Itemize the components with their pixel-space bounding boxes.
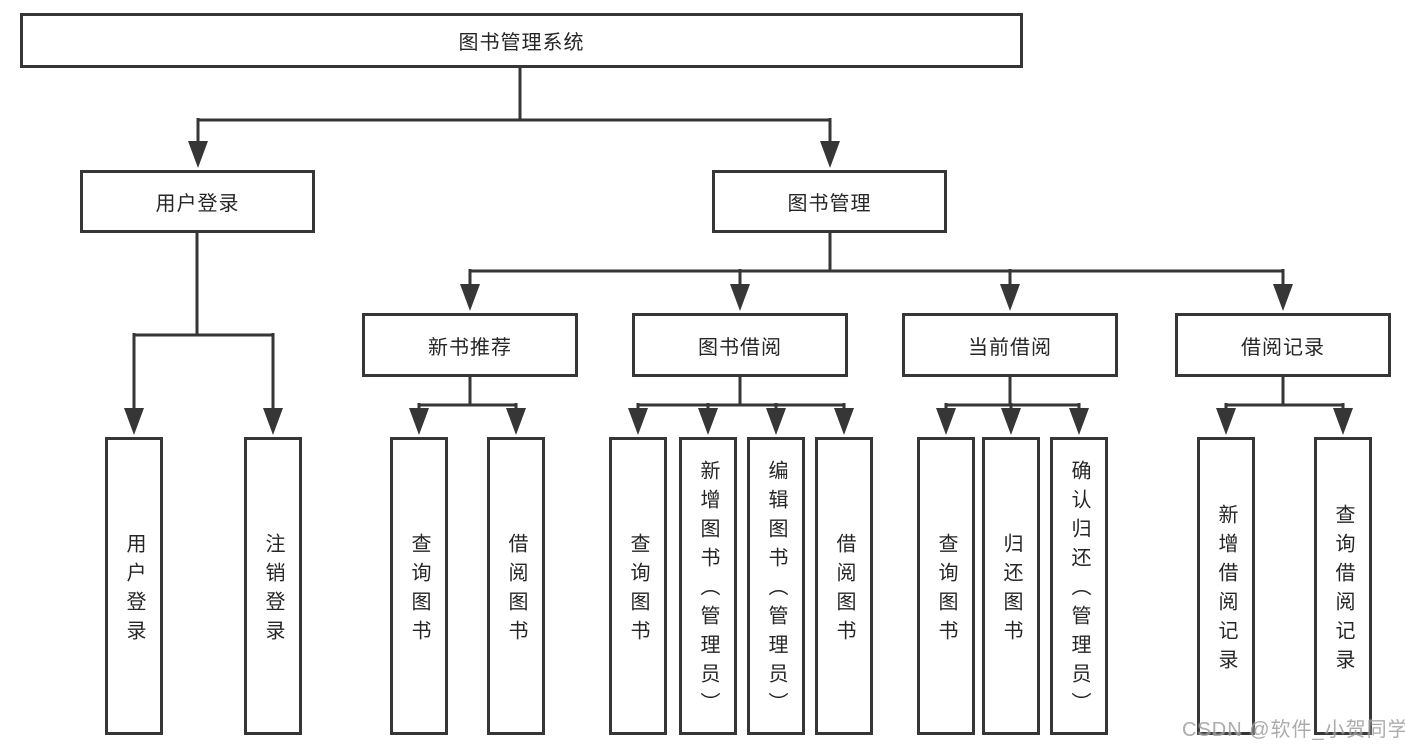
arrowheads-borrowing-records bbox=[1216, 408, 1353, 435]
arrowheads-user-login bbox=[124, 408, 283, 435]
connector-user-login bbox=[132, 233, 275, 410]
leaf-borrow-books-2-label: 借阅图书 bbox=[833, 532, 855, 649]
connector-current-borrowing bbox=[944, 374, 1081, 410]
leaf-borrow-books-1-label: 借阅图书 bbox=[505, 532, 527, 649]
leaf-query-books-2: 查询图书 bbox=[609, 437, 667, 735]
connector-book-borrowing bbox=[636, 374, 846, 410]
leaf-return-books-label: 归还图书 bbox=[1000, 532, 1022, 649]
node-book-management-label: 图书管理 bbox=[787, 193, 872, 215]
node-user-login: 用户登录 bbox=[80, 170, 315, 233]
leaf-borrow-books-1: 借阅图书 bbox=[487, 437, 545, 735]
leaf-user-login: 用户登录 bbox=[105, 437, 163, 735]
arrowheads-root bbox=[188, 141, 840, 168]
leaf-query-borrow-record: 查询借阅记录 bbox=[1314, 437, 1372, 735]
leaf-query-books-3-label: 查询图书 bbox=[935, 532, 957, 649]
leaf-edit-books-admin-label: 编辑图书（管理员） bbox=[765, 460, 787, 721]
csdn-watermark: CSDN @软件_小贺同学 bbox=[1182, 719, 1405, 741]
node-current-borrowing: 当前借阅 bbox=[902, 313, 1118, 377]
leaf-add-borrow-record-label: 新增借阅记录 bbox=[1215, 503, 1237, 678]
leaf-query-books-3: 查询图书 bbox=[917, 437, 975, 735]
node-root-system-label: 图书管理系统 bbox=[458, 32, 585, 54]
leaf-query-books-2-label: 查询图书 bbox=[627, 532, 649, 649]
connector-book-management bbox=[468, 233, 1285, 286]
leaf-logout-label: 注销登录 bbox=[262, 532, 284, 649]
leaf-query-borrow-record-label: 查询借阅记录 bbox=[1332, 503, 1354, 678]
node-current-borrowing-label: 当前借阅 bbox=[968, 336, 1052, 359]
node-borrowing-records-label: 借阅记录 bbox=[1241, 336, 1325, 359]
arrowheads-current-borrowing bbox=[936, 408, 1089, 435]
leaf-confirm-return-admin-label: 确认归还（管理员） bbox=[1068, 460, 1090, 721]
node-book-management: 图书管理 bbox=[712, 170, 947, 233]
arrowheads-new-book-recommend bbox=[409, 408, 526, 435]
leaf-query-books-1-label: 查询图书 bbox=[408, 532, 430, 649]
node-user-login-label: 用户登录 bbox=[155, 193, 240, 215]
node-new-book-recommend-label: 新书推荐 bbox=[428, 336, 512, 359]
connector-new-book-recommend bbox=[417, 374, 518, 410]
node-book-borrowing: 图书借阅 bbox=[632, 313, 848, 377]
leaf-add-books-admin-label: 新增图书（管理员） bbox=[697, 460, 719, 721]
node-book-borrowing-label: 图书借阅 bbox=[698, 336, 782, 359]
leaf-return-books: 归还图书 bbox=[982, 437, 1040, 735]
connector-root bbox=[196, 68, 832, 143]
leaf-add-books-admin: 新增图书（管理员） bbox=[679, 437, 737, 735]
leaf-add-borrow-record: 新增借阅记录 bbox=[1197, 437, 1255, 735]
arrowheads-book-management bbox=[460, 284, 1293, 311]
leaf-confirm-return-admin: 确认归还（管理员） bbox=[1050, 437, 1108, 735]
node-new-book-recommend: 新书推荐 bbox=[362, 313, 578, 377]
node-root-system: 图书管理系统 bbox=[20, 13, 1023, 68]
node-borrowing-records: 借阅记录 bbox=[1175, 313, 1391, 377]
arrowheads-book-borrowing bbox=[628, 408, 854, 435]
leaf-borrow-books-2: 借阅图书 bbox=[815, 437, 873, 735]
leaf-edit-books-admin: 编辑图书（管理员） bbox=[747, 437, 805, 735]
leaf-logout: 注销登录 bbox=[244, 437, 302, 735]
leaf-user-login-label: 用户登录 bbox=[123, 532, 145, 649]
leaf-query-books-1: 查询图书 bbox=[390, 437, 448, 735]
connector-borrowing-records bbox=[1224, 374, 1345, 410]
